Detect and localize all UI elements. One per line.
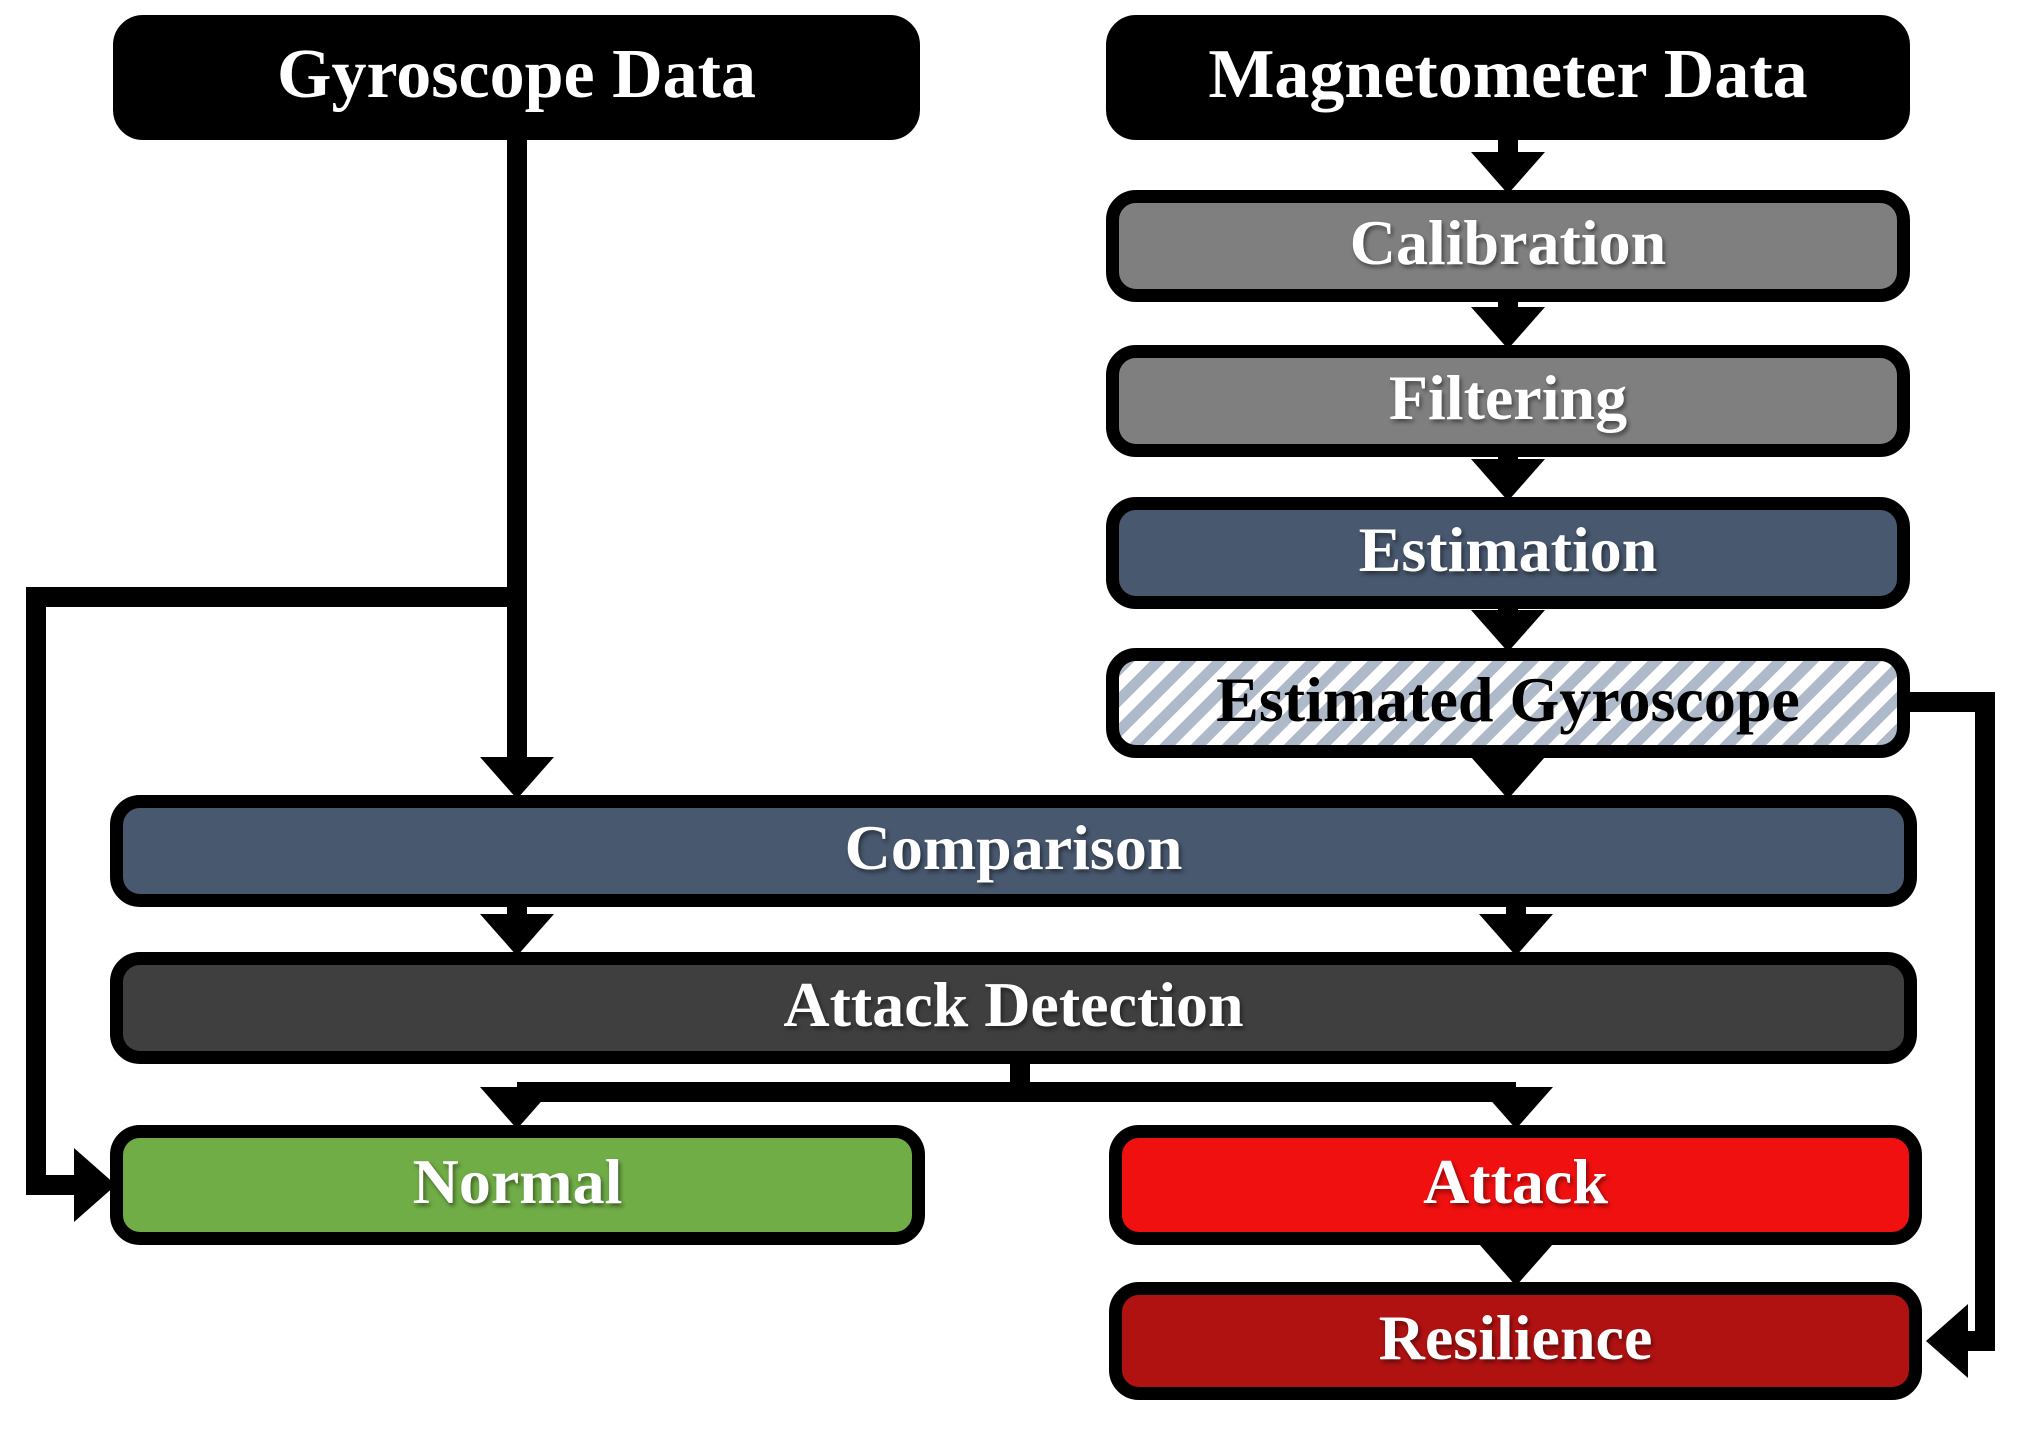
node-label: Filtering <box>1388 362 1628 433</box>
node-label: Calibration <box>1349 207 1667 278</box>
arrowhead-branch-rail-to-attack <box>1479 1087 1553 1129</box>
node-resilience: Resilience <box>1109 1282 1922 1400</box>
node-label: Attack <box>1423 1146 1608 1217</box>
node-estimated-gyroscope: Estimated Gyroscope <box>1106 648 1910 758</box>
arrowhead-calibration-to-filtering <box>1471 307 1545 349</box>
node-label: Resilience <box>1378 1302 1653 1373</box>
arrowhead-filtering-to-estimation <box>1471 459 1545 501</box>
node-label: Estimated Gyroscope <box>1216 664 1800 735</box>
arrowhead-comparison-to-attack-detection <box>480 914 554 956</box>
node-comparison: Comparison <box>110 795 1917 907</box>
node-label: Magnetometer Data <box>1208 35 1808 113</box>
edge-estimated-gyroscope-to-resilience <box>1908 692 1995 1351</box>
arrowhead-estimated-gyroscope-to-comparison <box>1471 757 1545 799</box>
node-normal: Normal <box>110 1125 925 1245</box>
arrowhead-magnetometer-data-to-calibration <box>1471 152 1545 194</box>
arrowhead-estimated-gyroscope-to-resilience <box>1926 1304 1968 1378</box>
node-label: Attack Detection <box>783 969 1244 1040</box>
arrowhead-branch-rail-to-normal <box>480 1087 554 1129</box>
node-calibration: Calibration <box>1106 190 1910 302</box>
node-attack: Attack <box>1109 1125 1922 1245</box>
edge-gyroscope-data-to-normal <box>26 587 517 1195</box>
edge-branch-rail-to-normal <box>507 1082 1020 1102</box>
arrowhead-estimation-to-estimated-gyroscope <box>1471 610 1545 652</box>
node-label: Normal <box>412 1146 623 1217</box>
node-label: Comparison <box>844 812 1183 883</box>
node-magnetometer-data: Magnetometer Data <box>1106 15 1910 140</box>
node-estimation: Estimation <box>1106 497 1910 609</box>
arrowhead-gyroscope-data-to-comparison <box>480 757 554 799</box>
node-label: Gyroscope Data <box>277 35 756 113</box>
arrowhead-comparison-to-attack-detection <box>1479 914 1553 956</box>
arrowhead-gyroscope-data-to-normal <box>74 1148 116 1222</box>
node-gyroscope-data: Gyroscope Data <box>113 15 920 140</box>
edge-branch-rail-to-attack <box>1020 1082 1526 1102</box>
node-label: Estimation <box>1358 514 1658 585</box>
node-attack-detection: Attack Detection <box>110 952 1917 1064</box>
node-filtering: Filtering <box>1106 345 1910 457</box>
arrowhead-attack-to-resilience <box>1479 1244 1553 1286</box>
